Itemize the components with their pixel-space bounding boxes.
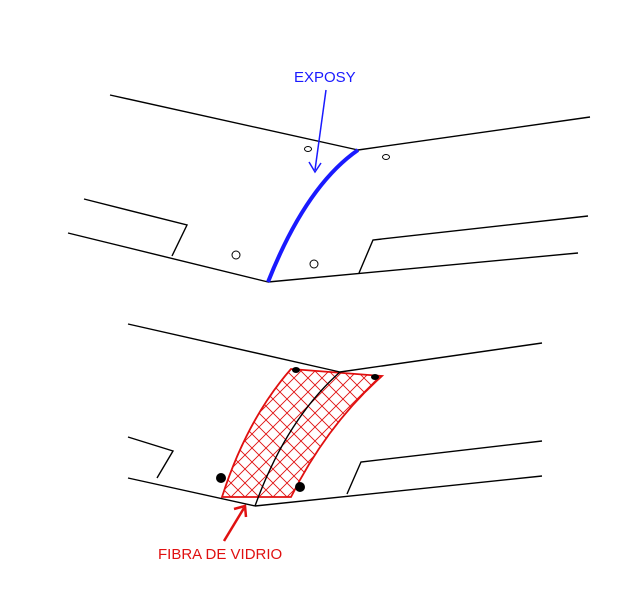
rivet-hole [304, 146, 312, 152]
rivet-hole [382, 154, 390, 160]
bottom-rivets [216, 367, 379, 492]
rivet [292, 367, 300, 373]
top-right-wing-panel [267, 116, 591, 283]
bottom-right-wing-panel [254, 342, 543, 507]
rivet [295, 482, 305, 492]
rivet-hole [309, 259, 319, 269]
bottom-left-wing-panel [127, 323, 341, 507]
rivet [216, 473, 226, 483]
rivet [371, 374, 379, 380]
fiberglass-arrow [222, 504, 248, 542]
top-rivet-holes [231, 146, 390, 269]
rivet-hole [231, 250, 241, 260]
bottom-wing-assembly: FIBRA DE VIDRIO [127, 323, 543, 563]
epoxy-label: EXPOSY [294, 69, 356, 86]
fiberglass-label: FIBRA DE VIDRIO [158, 546, 282, 563]
top-left-wing-panel [67, 94, 359, 283]
top-wing-assembly: EXPOSY [67, 69, 591, 283]
joint-line [254, 371, 341, 507]
epoxy-arrow [308, 89, 327, 174]
fiberglass-patch [220, 368, 385, 498]
epoxy-seam [266, 148, 360, 283]
